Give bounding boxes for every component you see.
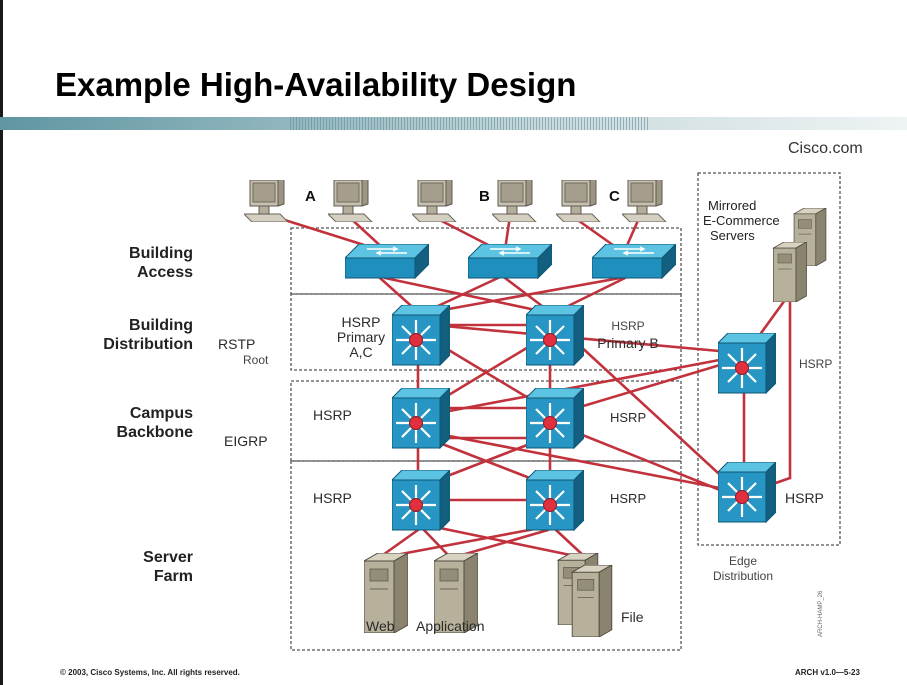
backbone-switch-right-icon <box>526 388 584 450</box>
server-dist-left-hsrp: HSRP <box>313 490 352 506</box>
layer-label-distribution-line1: Building <box>129 317 193 334</box>
title-underline-bar <box>0 117 907 130</box>
workstation-icon <box>556 180 601 222</box>
root-label: Root <box>243 353 269 367</box>
brand-link[interactable]: Cisco.com <box>788 140 863 157</box>
backbone-right-hsrp: HSRP <box>610 410 646 425</box>
edge-hsrp-mid: HSRP <box>799 357 832 371</box>
layer-label-access-line2: Access <box>137 264 193 281</box>
backbone-switch-left-icon <box>392 388 450 450</box>
backbone-left-hsrp: HSRP <box>313 407 352 423</box>
workstation-icon <box>412 180 457 222</box>
dist-left-role-line1: HSRP <box>342 314 381 330</box>
figure-id: ARCH-HAMP_26 <box>818 590 824 637</box>
workstation-label-b: B <box>479 188 490 205</box>
eigrp-label: EIGRP <box>224 433 268 449</box>
file-server-label: File <box>621 609 644 625</box>
dist-right-role-line1: HSRP <box>611 319 644 333</box>
rstp-label: RSTP <box>218 336 255 352</box>
slide-title: Example High-Availability Design <box>55 66 577 103</box>
application-server-label: Application <box>416 618 485 634</box>
mirrored-servers-line2: E-Commerce <box>703 213 780 228</box>
workstation-icon <box>492 180 537 222</box>
mirrored-server-icon <box>773 242 807 302</box>
access-switch-icon <box>345 244 429 279</box>
layer-label-distribution-line2: Distribution <box>103 336 193 353</box>
server-dist-switch-right-icon <box>526 470 584 532</box>
edge-caption-line1: Edge <box>729 554 757 568</box>
workstation-icon <box>328 180 373 222</box>
copyright-footer: © 2003, Cisco Systems, Inc. All rights r… <box>60 668 240 677</box>
distribution-switch-left-icon <box>392 305 450 367</box>
mirrored-servers-line3: Servers <box>710 228 755 243</box>
slide-frame-edge <box>0 0 3 685</box>
dist-left-role-line3: A,C <box>349 344 372 360</box>
layer-label-backbone-line2: Backbone <box>117 424 194 441</box>
distribution-switch-right-icon <box>526 305 584 367</box>
dist-left-role-line2: Primary <box>337 329 385 345</box>
layer-labels: Building Access Building Distribution Ca… <box>103 245 193 585</box>
workstation-label-a: A <box>305 188 316 205</box>
layer-label-server-line2: Farm <box>154 568 193 585</box>
edge-switch-top-icon <box>718 333 776 395</box>
mirrored-servers-line1: Mirrored <box>708 198 756 213</box>
workstation-icon <box>622 180 667 222</box>
access-switch-icon <box>592 244 676 279</box>
edge-switch-bottom-icon <box>718 462 776 524</box>
layer-label-access-line1: Building <box>129 245 193 262</box>
workstation-label-c: C <box>609 188 620 205</box>
server-dist-right-hsrp: HSRP <box>610 491 646 506</box>
network-links <box>270 214 792 559</box>
edge-distribution-zone <box>697 172 841 546</box>
course-reference: ARCH v1.0—5-23 <box>795 668 860 677</box>
layer-label-server-line1: Server <box>143 549 193 566</box>
file-server-icon <box>571 565 613 637</box>
distribution-zone <box>290 293 682 371</box>
dist-right-role-line2: Primary B <box>597 335 658 351</box>
access-switch-icon <box>468 244 552 279</box>
web-server-label: Web <box>366 618 395 634</box>
edge-hsrp-bottom: HSRP <box>785 490 824 506</box>
title-bar-pattern <box>290 117 650 130</box>
layer-label-backbone-line1: Campus <box>130 405 193 422</box>
workstation-icon <box>244 180 289 222</box>
edge-caption-line2: Distribution <box>713 569 773 583</box>
server-dist-switch-left-icon <box>392 470 450 532</box>
